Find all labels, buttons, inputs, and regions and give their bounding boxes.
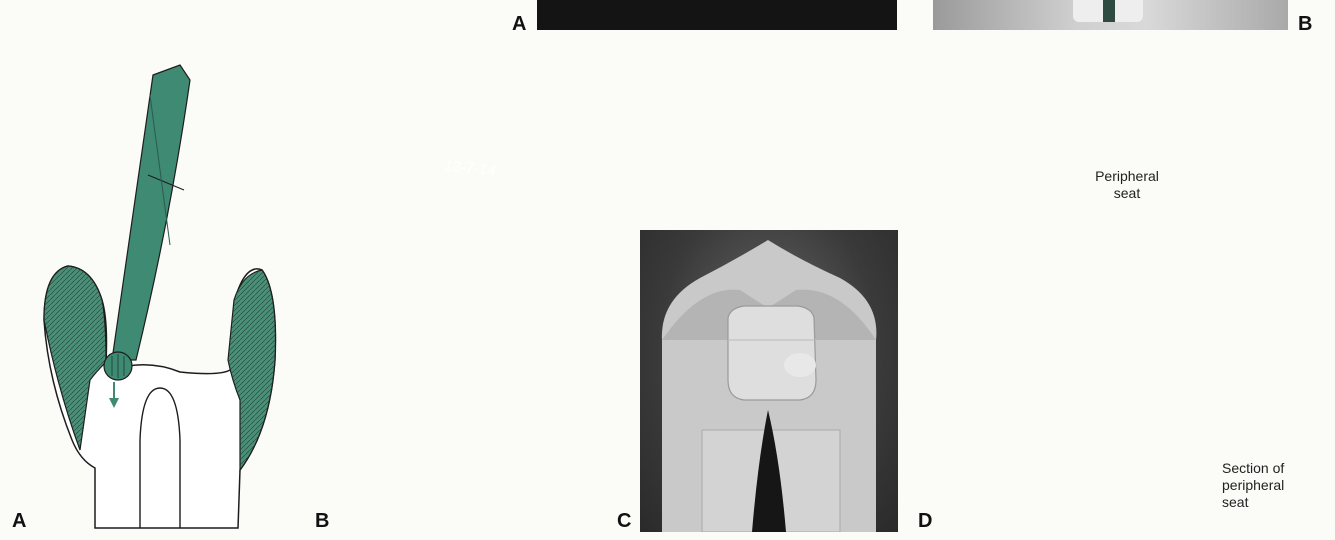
callout-section-line2: peripheral [1222, 477, 1332, 494]
callout-peripheral-seat-line2: seat [1072, 185, 1182, 202]
panel-label-b: B [315, 510, 329, 533]
panel-label-d: D [918, 510, 932, 533]
callout-peripheral-seat: Peripheral seat [1072, 168, 1182, 202]
callout-section-line1: Section of [1222, 460, 1332, 477]
panel-label-c: C [617, 510, 631, 533]
panel-a-tooth [44, 65, 275, 528]
callout-section-of-peripheral-seat: Section of peripheral seat [1222, 460, 1332, 511]
panel-label-a: A [12, 510, 26, 533]
callout-section-line3: seat [1222, 494, 1332, 511]
panel-a-instrument [112, 65, 190, 360]
callout-peripheral-seat-line1: Peripheral [1072, 168, 1182, 185]
